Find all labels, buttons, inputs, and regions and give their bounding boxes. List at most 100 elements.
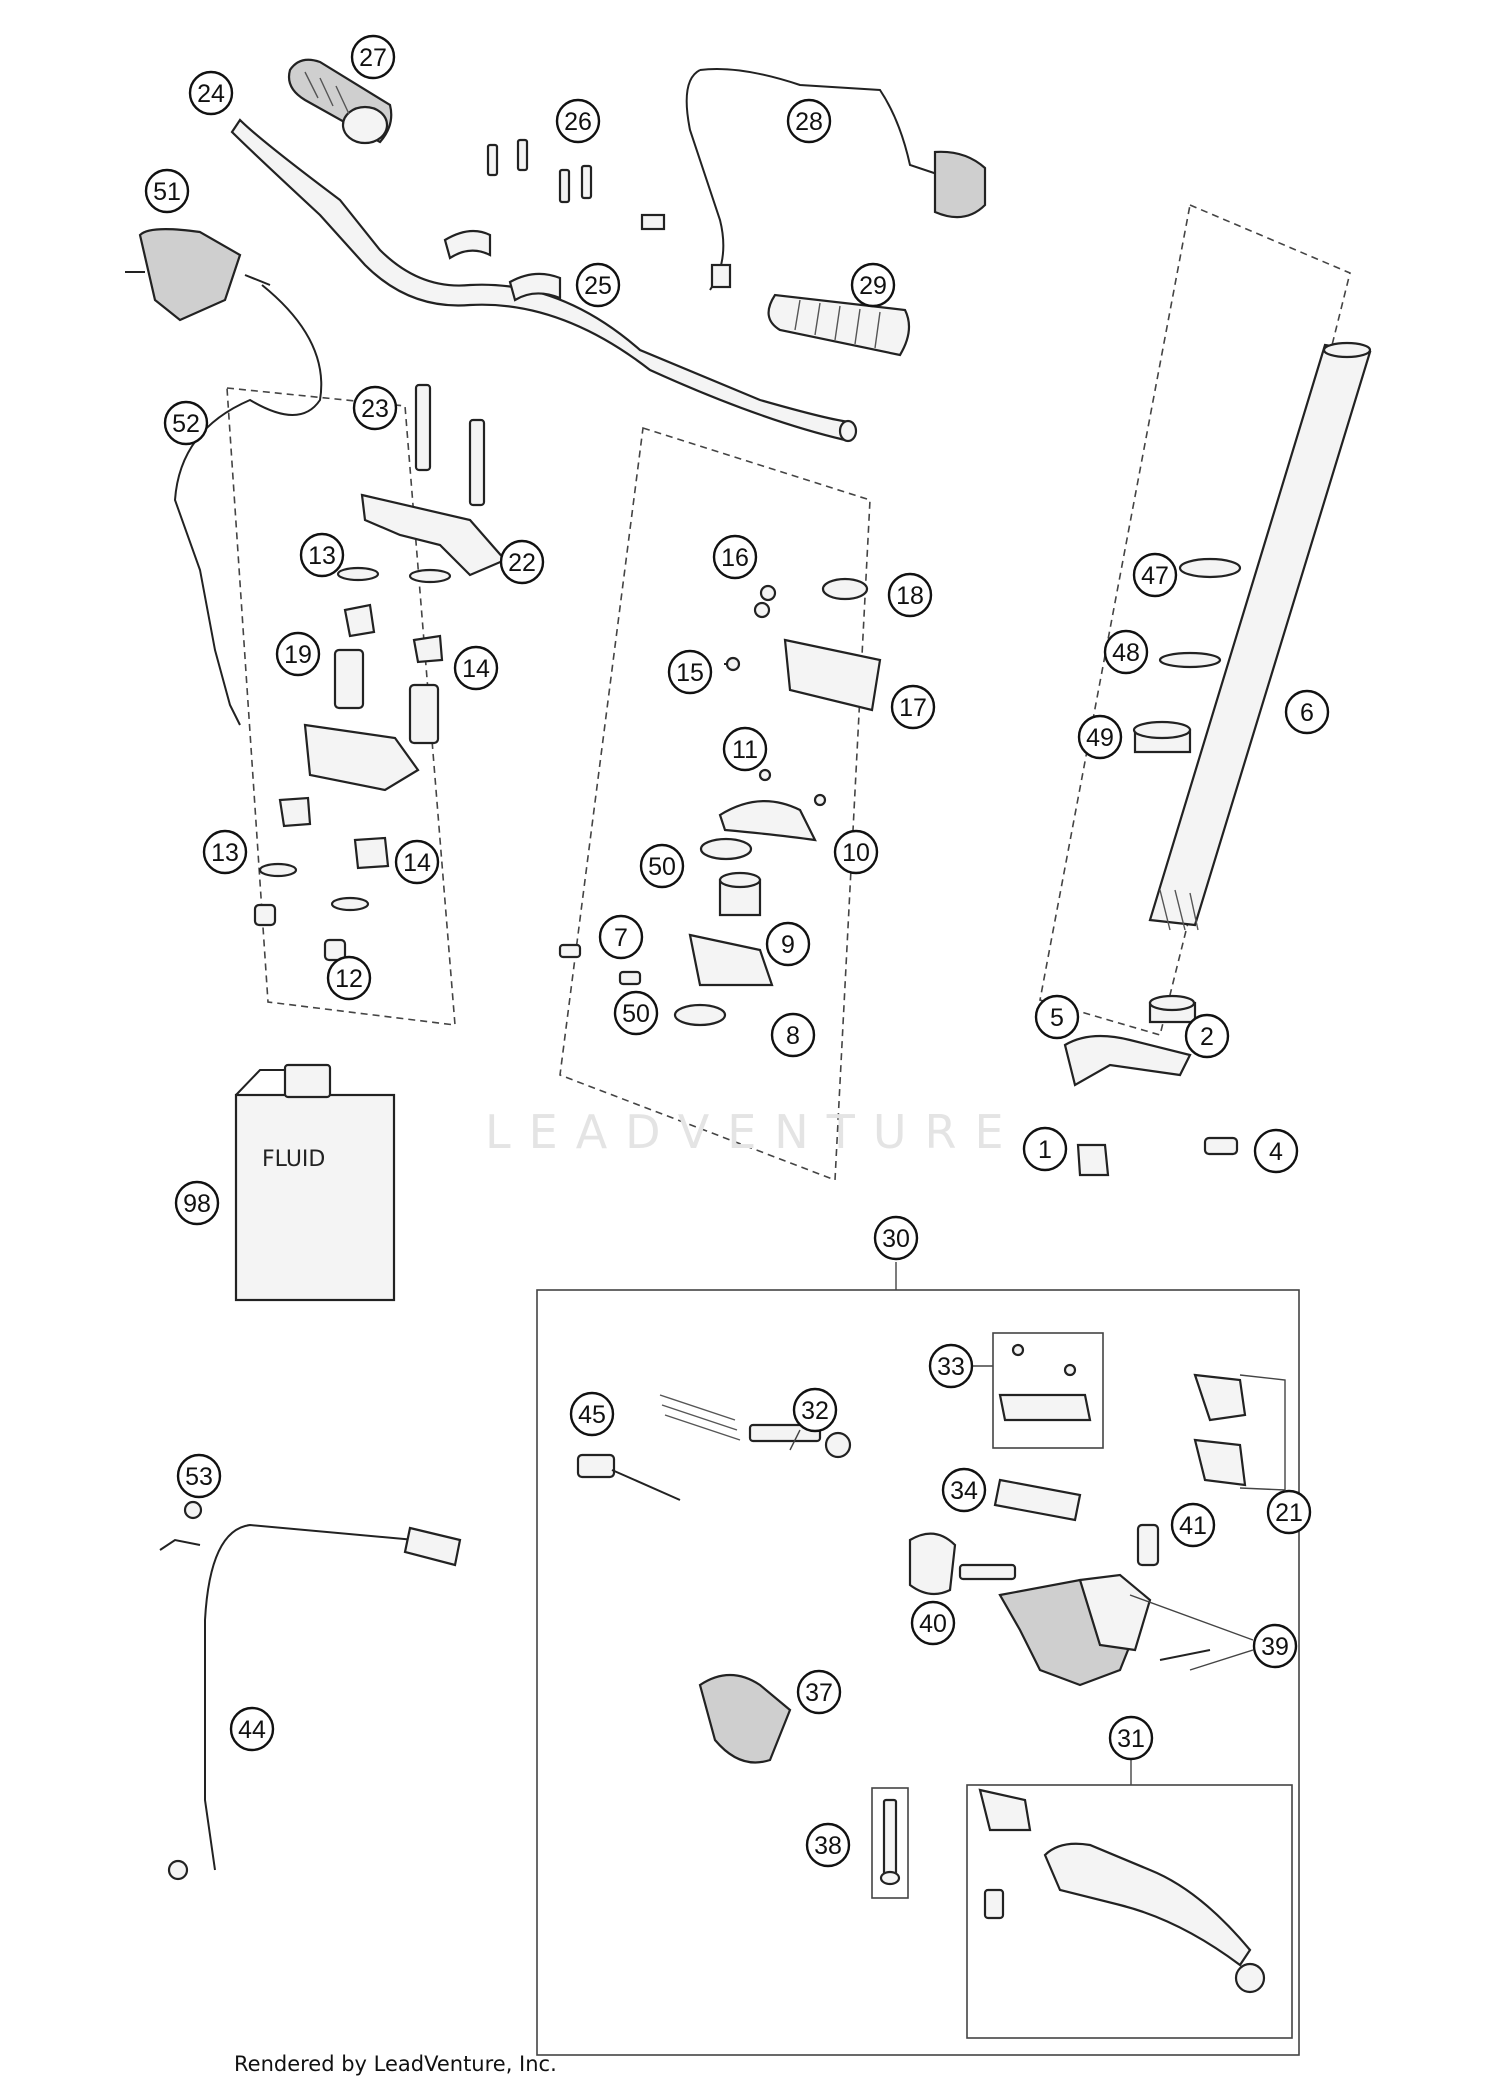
svg-text:32: 32 bbox=[801, 1397, 829, 1425]
callout-51: 51 bbox=[144, 168, 190, 214]
svg-text:26: 26 bbox=[564, 108, 592, 136]
callout-27: 27 bbox=[350, 34, 396, 80]
svg-text:6: 6 bbox=[1300, 699, 1314, 727]
seal-clamp-part bbox=[558, 837, 774, 1027]
svg-text:41: 41 bbox=[1179, 1512, 1207, 1540]
master-cylinder-kit-frame bbox=[536, 1289, 1300, 2056]
throttle-grip-29-part bbox=[767, 293, 911, 357]
svg-text:49: 49 bbox=[1086, 724, 1114, 752]
lower-bracket-part bbox=[1063, 994, 1239, 1177]
screw-kit-33-frame bbox=[992, 1332, 1104, 1449]
upper-clamp-22-part bbox=[360, 493, 507, 577]
callout-7: 7 bbox=[598, 914, 644, 960]
callout-40: 40 bbox=[910, 1600, 956, 1646]
clamps-25-part bbox=[443, 229, 562, 302]
callout-38: 38 bbox=[805, 1822, 851, 1868]
callout-52: 52 bbox=[163, 400, 209, 446]
svg-text:18: 18 bbox=[896, 582, 924, 610]
lever-31-part bbox=[978, 1788, 1266, 1994]
svg-text:23: 23 bbox=[361, 395, 389, 423]
callout-31: 31 bbox=[1108, 1715, 1154, 1761]
switch-group-part bbox=[724, 577, 882, 712]
pin-41-part bbox=[1136, 1523, 1160, 1567]
callout-98: 98 bbox=[174, 1180, 220, 1226]
svg-text:44: 44 bbox=[238, 1716, 266, 1744]
svg-text:8: 8 bbox=[786, 1022, 800, 1050]
callout-12: 12 bbox=[326, 955, 372, 1001]
boot-40-part bbox=[908, 1532, 1017, 1596]
callout-17: 17 bbox=[890, 684, 936, 730]
callout-30: 30 bbox=[873, 1215, 919, 1261]
svg-text:37: 37 bbox=[805, 1679, 833, 1707]
svg-text:38: 38 bbox=[814, 1832, 842, 1860]
callout-2: 2 bbox=[1184, 1013, 1230, 1059]
svg-text:48: 48 bbox=[1112, 639, 1140, 667]
svg-text:25: 25 bbox=[584, 272, 612, 300]
callout-23: 23 bbox=[352, 385, 398, 431]
reservoir-cover-37-part bbox=[698, 1674, 792, 1764]
callout-11: 11 bbox=[722, 726, 768, 772]
callout-8: 8 bbox=[770, 1012, 816, 1058]
callout-13-lower: 13 bbox=[202, 829, 248, 875]
brake-line-44-part bbox=[159, 1500, 462, 1881]
svg-text:1: 1 bbox=[1038, 1136, 1052, 1164]
handlebar-part bbox=[230, 118, 858, 443]
callout-33: 33 bbox=[928, 1343, 974, 1389]
callout-48: 48 bbox=[1103, 629, 1149, 675]
svg-text:12: 12 bbox=[335, 965, 363, 993]
callout-21: 21 bbox=[1266, 1489, 1312, 1535]
svg-text:28: 28 bbox=[795, 108, 823, 136]
svg-text:30: 30 bbox=[882, 1225, 910, 1253]
render-credit-footer: Rendered by LeadVenture, Inc. bbox=[234, 2052, 557, 2076]
callout-9: 9 bbox=[765, 921, 811, 967]
callout-25: 25 bbox=[575, 262, 621, 308]
svg-text:52: 52 bbox=[172, 410, 200, 438]
callout-15: 15 bbox=[667, 649, 713, 695]
svg-text:21: 21 bbox=[1275, 1499, 1303, 1527]
callout-1: 1 bbox=[1022, 1126, 1068, 1172]
callout-16: 16 bbox=[712, 534, 758, 580]
callout-29: 29 bbox=[850, 262, 896, 308]
callout-6: 6 bbox=[1284, 689, 1330, 735]
svg-text:45: 45 bbox=[578, 1401, 606, 1429]
svg-text:19: 19 bbox=[284, 641, 312, 669]
svg-text:47: 47 bbox=[1141, 562, 1169, 590]
svg-text:50: 50 bbox=[622, 1000, 650, 1028]
svg-text:50: 50 bbox=[648, 853, 676, 881]
switch-assembly-group-frame bbox=[559, 426, 871, 1182]
svg-text:11: 11 bbox=[732, 736, 758, 764]
callout-14-upper: 14 bbox=[453, 645, 499, 691]
callout-45: 45 bbox=[569, 1391, 615, 1437]
callout-47: 47 bbox=[1132, 552, 1178, 598]
grip-clamp-group-frame bbox=[226, 387, 456, 1026]
svg-text:34: 34 bbox=[950, 1477, 978, 1505]
left-grip-part bbox=[287, 58, 393, 145]
callout-26: 26 bbox=[555, 98, 601, 144]
svg-text:33: 33 bbox=[937, 1353, 965, 1381]
watermark: LEADVENTURE bbox=[485, 1105, 1022, 1159]
svg-text:16: 16 bbox=[721, 544, 749, 572]
callout-37: 37 bbox=[796, 1669, 842, 1715]
bushings-lower-part bbox=[253, 796, 390, 962]
callout-13-upper: 13 bbox=[299, 532, 345, 578]
callout-50-upper: 50 bbox=[639, 843, 685, 889]
leader-39 bbox=[1129, 1594, 1254, 1671]
callout-41: 41 bbox=[1170, 1502, 1216, 1548]
bushings-upper-part bbox=[333, 566, 452, 745]
svg-text:5: 5 bbox=[1050, 1004, 1064, 1032]
callout-34: 34 bbox=[941, 1467, 987, 1513]
callout-18: 18 bbox=[887, 572, 933, 618]
bolt-38-part bbox=[879, 1798, 901, 1886]
leader-21 bbox=[1239, 1374, 1286, 1491]
throttle-housing-51-part bbox=[125, 228, 271, 322]
svg-text:29: 29 bbox=[859, 272, 887, 300]
callout-10: 10 bbox=[833, 829, 879, 875]
switch-wiring-28-part bbox=[640, 68, 987, 291]
switches-21-part bbox=[1193, 1373, 1247, 1487]
svg-text:14: 14 bbox=[462, 655, 490, 683]
lever-kit-31-frame bbox=[966, 1784, 1293, 2039]
callout-4: 4 bbox=[1253, 1128, 1299, 1174]
callout-44: 44 bbox=[229, 1706, 275, 1752]
svg-text:14: 14 bbox=[403, 849, 431, 877]
